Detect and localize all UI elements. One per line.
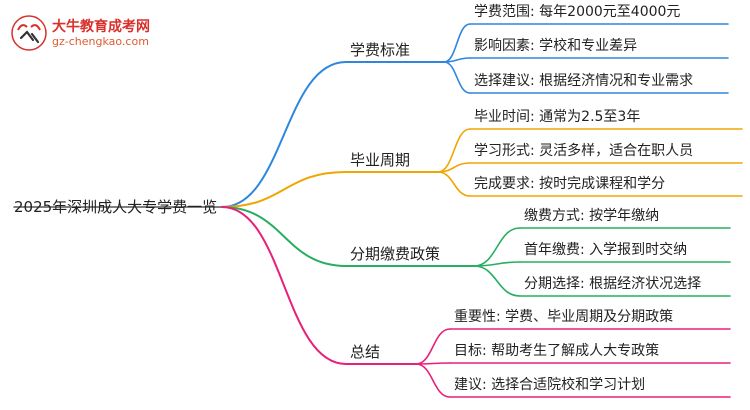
leaf-first-year: 首年缴费: 入学报到时交纳	[524, 242, 688, 258]
leaf-connector	[415, 328, 451, 365]
site-logo: 大牛教育成考网 gz-chengkao.com	[10, 14, 170, 54]
leaf-grad-time: 毕业时间: 通常为2.5至3年	[474, 109, 641, 125]
branch-connector	[221, 171, 347, 208]
logo-site-url: gz-chengkao.com	[52, 35, 149, 48]
leaf-fee-range: 学费范围: 每年2000元至4000元	[474, 4, 681, 20]
leaf-goal: 目标: 帮助考生了解成人大专政策	[454, 343, 660, 359]
bull-logo-icon	[11, 15, 47, 51]
leaf-installment-choice: 分期选择: 根据经济状况选择	[524, 276, 702, 292]
logo-site-name: 大牛教育成考网	[52, 19, 150, 35]
branch-label-summary: 总结	[350, 343, 381, 361]
leaf-payment-method: 缴费方式: 按学年缴纳	[524, 208, 660, 224]
branch-label-graduation: 毕业周期	[350, 151, 411, 169]
branch-label-installments: 分期缴费政策	[350, 245, 441, 263]
leaf-connector	[415, 363, 451, 398]
leaf-completion: 完成要求: 按时完成课程和学分	[474, 176, 666, 192]
leaf-connector	[443, 23, 471, 63]
branch-label-fees: 学费标准	[350, 41, 411, 59]
leaf-connector	[443, 61, 471, 94]
leaf-suggestion: 建议: 选择合适院校和学习计划	[454, 377, 646, 393]
root-node-label: 2025年深圳成人大专学费一览	[14, 198, 218, 216]
branch-connector	[221, 206, 347, 365]
branch-connector	[221, 61, 347, 208]
leaf-connector	[437, 171, 471, 197]
leaf-study-form: 学习形式: 灵活多样，适合在职人员	[474, 143, 694, 159]
branch-connector	[221, 206, 347, 267]
leaf-connector	[437, 128, 471, 173]
leaf-fee-factors: 影响因素: 学校和专业差异	[474, 38, 638, 54]
leaf-connector	[473, 227, 521, 267]
leaf-fee-advice: 选择建议: 根据经济情况和专业需求	[474, 73, 694, 89]
leaf-connector	[473, 265, 521, 297]
leaf-importance: 重要性: 学费、毕业周期及分期政策	[454, 309, 674, 325]
